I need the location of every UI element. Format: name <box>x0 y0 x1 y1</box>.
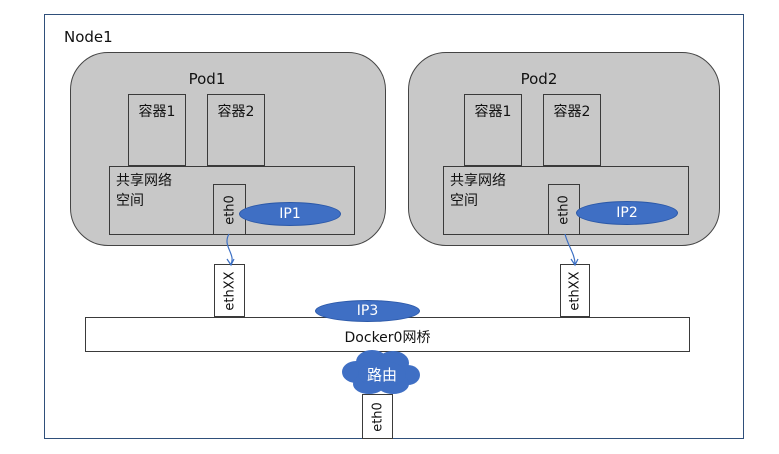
router-label: 路由 <box>366 366 397 384</box>
pod-2-link <box>564 233 576 265</box>
pod-1-shared-network-label: 共享网络 空间 <box>116 171 172 211</box>
pod-1-link-arrow <box>226 258 235 267</box>
host-eth0: eth0 <box>362 394 393 439</box>
pod-2-shared-network-line1: 共享网络 <box>450 173 506 189</box>
pod-1-container-2-label: 容器2 <box>217 104 255 120</box>
pod-2-ip-label: IP2 <box>616 205 638 221</box>
pod-2-container-1-label: 容器1 <box>474 104 512 120</box>
node-label: Node1 <box>64 28 113 46</box>
pod-2-link-arrow <box>570 258 579 267</box>
pod-2-ip: IP2 <box>576 201 678 225</box>
pod-2-shared-network-line2: 空间 <box>450 193 478 209</box>
pod-2-container-1: 容器1 <box>464 94 522 166</box>
bridge-ip: IP3 <box>315 300 420 322</box>
pod-2-label: Pod2 <box>520 70 558 88</box>
pod-1-ip: IP1 <box>239 202 341 226</box>
bridge-ip-label: IP3 <box>356 303 379 319</box>
pod-2-shared-network: 共享网络 空间 <box>443 166 689 235</box>
pod-1-label: Pod1 <box>188 70 226 88</box>
pod-1-link <box>226 233 233 265</box>
pod-2-shared-network-label: 共享网络 空间 <box>450 171 506 211</box>
pod-1-container-1: 容器1 <box>128 94 186 166</box>
pod-2-veth: ethXX <box>560 264 590 317</box>
pod-2-container-2-label: 容器2 <box>553 104 591 120</box>
pod-1-container-2: 容器2 <box>207 94 265 166</box>
router-cloud <box>342 350 420 394</box>
pod-1-veth: ethXX <box>214 264 245 317</box>
pod-1-ip-label: IP1 <box>279 206 301 222</box>
pod-1-shared-network-line2: 空间 <box>116 193 144 209</box>
pod-1-container-1-label: 容器1 <box>138 104 176 120</box>
pod-2-container-2: 容器2 <box>543 94 601 166</box>
pod-2-eth0: eth0 <box>548 184 580 235</box>
pod-1-shared-network-line1: 共享网络 <box>116 173 172 189</box>
host-eth0-label: eth0 <box>370 401 385 432</box>
docker0-bridge-label: Docker0网桥 <box>344 330 431 346</box>
